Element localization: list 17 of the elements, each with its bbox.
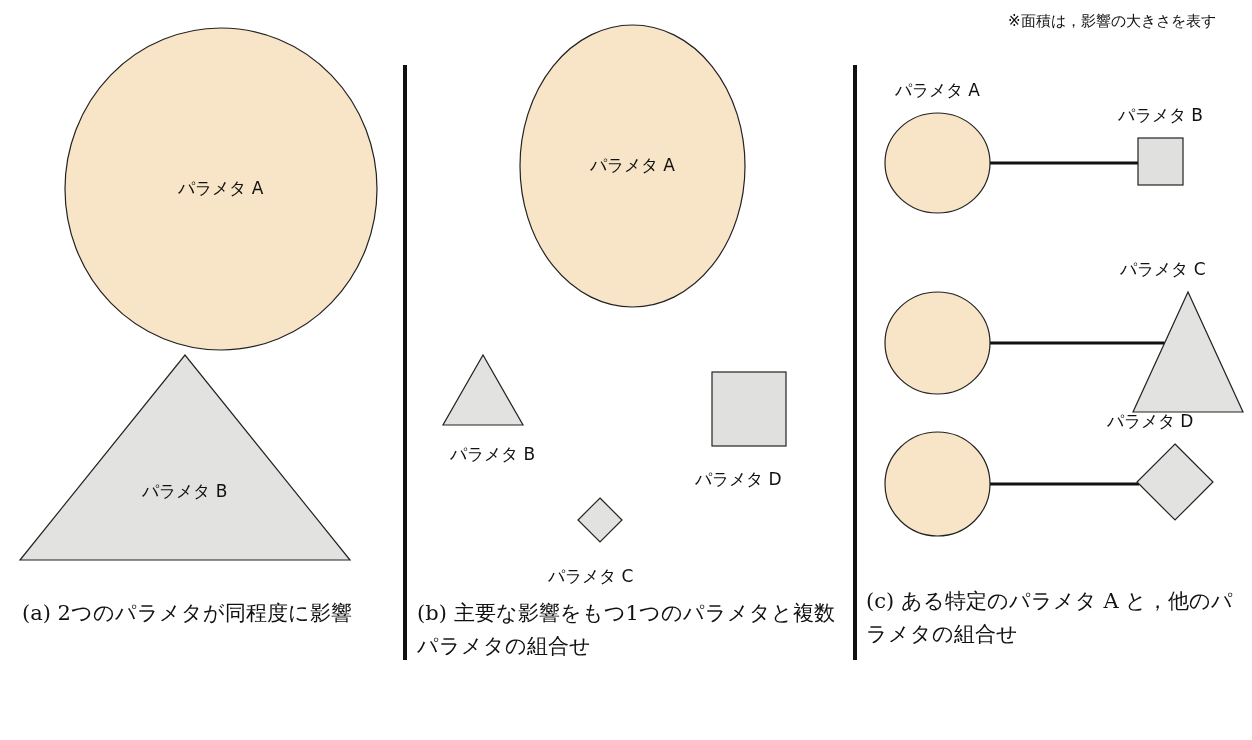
- note-text: ※面積は，影響の大きさを表す: [1008, 12, 1217, 31]
- shape-label: パラメタ B: [141, 480, 229, 504]
- shape-label: パラメタ C: [1119, 258, 1207, 281]
- shape-label: パラメタ A: [893, 79, 981, 102]
- shape-label: パラメタ B: [1116, 104, 1205, 127]
- shape-label: パラメタ C: [548, 565, 634, 588]
- connector-line: [990, 341, 1165, 345]
- caption: (a) 2つのパラメタが同程度に影響: [22, 600, 353, 627]
- shape-label: パラメタ A: [588, 154, 676, 177]
- shape-label: パラメタ D: [695, 468, 782, 491]
- caption: (c) ある特定のパラメタ A と，他のパラメタの組合せ: [866, 588, 1235, 648]
- caption: (b) 主要な影響をもつ1つのパラメタと複数パラメタの組合せ: [417, 600, 836, 660]
- shape-label: パラメタ A: [177, 177, 265, 200]
- shape-label: パラメタ B: [450, 443, 536, 466]
- connector-line: [990, 482, 1139, 486]
- connector-line: [990, 161, 1138, 165]
- shape-label: パラメタ D: [1105, 410, 1195, 433]
